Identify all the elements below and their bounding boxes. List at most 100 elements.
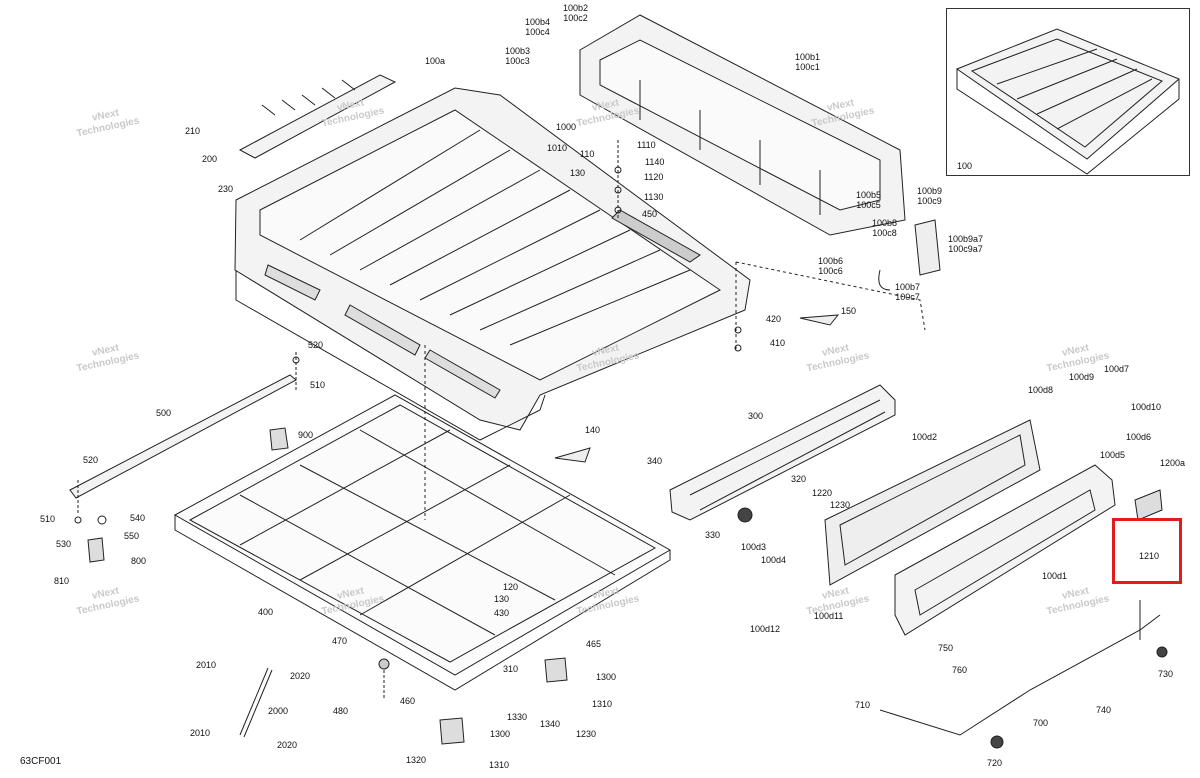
callout-label: 2010: [196, 660, 217, 670]
inset-label: 100: [957, 161, 973, 171]
callout-label: 520: [308, 340, 324, 350]
hinge-part: [1134, 489, 1163, 521]
callout-label: 120: [503, 582, 519, 592]
inset-drawing: [955, 28, 1180, 175]
callout-label: 1010: [547, 143, 568, 153]
callout-label: 700: [1033, 718, 1049, 728]
callout-label: 750: [938, 643, 954, 653]
callout-label: 110: [580, 149, 595, 159]
callout-label: 130: [494, 594, 510, 604]
strap-part: [799, 314, 840, 326]
tailgate-part: [579, 14, 906, 236]
callout-label: 200: [202, 154, 218, 164]
callout-label: 230: [218, 184, 234, 194]
callout-label: 760: [952, 665, 968, 675]
callout-label: 100d10: [1131, 402, 1162, 412]
callout-label: 100d12: [750, 624, 781, 634]
callout-label: 100d1: [1042, 571, 1068, 581]
mount-bracket-bottom: [378, 657, 568, 745]
strut-part: [239, 667, 273, 738]
callout-label: 100d5: [1100, 450, 1126, 460]
inset-box: 100: [946, 8, 1190, 176]
callout-label: 1200a: [1160, 458, 1186, 468]
callout-label: 410: [770, 338, 786, 348]
callout-label: 100d3: [741, 542, 767, 552]
callout-label: 1340: [540, 719, 561, 729]
diagram-code: 63CF001: [20, 756, 62, 767]
callout-label: 500: [156, 408, 172, 418]
callout-label: 710: [855, 700, 871, 710]
callout-label: 1320: [406, 755, 427, 765]
callout-label: 420: [766, 314, 782, 324]
callout-label: 330: [705, 530, 721, 540]
callout-label: 1330: [507, 712, 528, 722]
callout-label: 100a: [425, 56, 446, 66]
callout-label: 1110: [637, 140, 656, 150]
callout-label: 1000: [556, 122, 577, 132]
callout-label: 210: [185, 126, 201, 136]
bracket-part: [554, 447, 591, 463]
callout-label: 470: [332, 636, 348, 646]
mount-bracket-left: [74, 480, 107, 563]
callout-label: 1300: [596, 672, 617, 682]
callout-label: 520: [83, 455, 99, 465]
callout-label: 400: [258, 607, 274, 617]
callout-label: 430: [494, 608, 510, 618]
callout-label: 1310: [592, 699, 613, 709]
callout-label: 1230: [576, 729, 597, 739]
callout-label: 720: [987, 758, 1003, 768]
callout-label: 310: [503, 664, 519, 674]
callout-label: 1220: [812, 488, 833, 498]
callout-label: 1310: [489, 760, 510, 770]
callout-label: 460: [400, 696, 416, 706]
highlight-label: 1210: [1139, 551, 1160, 561]
callout-label: 1140: [645, 157, 665, 167]
cable-part: [879, 600, 1168, 749]
callout-label: 740: [1096, 705, 1112, 715]
bed-rail-part: [238, 74, 397, 159]
callout-label: 510: [40, 514, 56, 524]
callout-label: 540: [130, 513, 146, 523]
callout-label: 900: [298, 430, 314, 440]
callout-label: 2020: [277, 740, 298, 750]
callout-label: 100d8: [1028, 385, 1054, 395]
callout-label: 480: [333, 706, 349, 716]
cargo-box-outline: [234, 87, 751, 441]
tailgate-panel-parts: [824, 419, 1116, 636]
hardware-column: [614, 140, 926, 352]
callout-label: 100d6: [1126, 432, 1152, 442]
callout-label: 130: [570, 168, 586, 178]
callout-label: 2010: [190, 728, 211, 738]
latch-part: [878, 219, 941, 291]
callout-label: 320: [791, 474, 807, 484]
callout-label: 100d4: [761, 555, 787, 565]
callout-label: 100d11: [814, 611, 844, 621]
callout-label: 100d2: [912, 432, 938, 442]
callout-label: 810: [54, 576, 70, 586]
callout-label: 800: [131, 556, 147, 566]
callout-label: 100d9: [1069, 372, 1095, 382]
callout-label: 1300: [490, 729, 511, 739]
callout-label: 2020: [290, 671, 311, 681]
callout-label: 465: [586, 639, 602, 649]
frame-part: [173, 345, 672, 691]
callout-label: 340: [647, 456, 663, 466]
callout-label: 140: [585, 425, 601, 435]
callout-label: 510: [310, 380, 326, 390]
callout-label: 1130: [644, 192, 664, 202]
callout-label: 450: [642, 209, 658, 219]
bumper-part: [669, 384, 896, 523]
highlight-box[interactable]: 1210: [1112, 518, 1182, 584]
callout-label: 300: [748, 411, 764, 421]
callout-label: 530: [56, 539, 72, 549]
